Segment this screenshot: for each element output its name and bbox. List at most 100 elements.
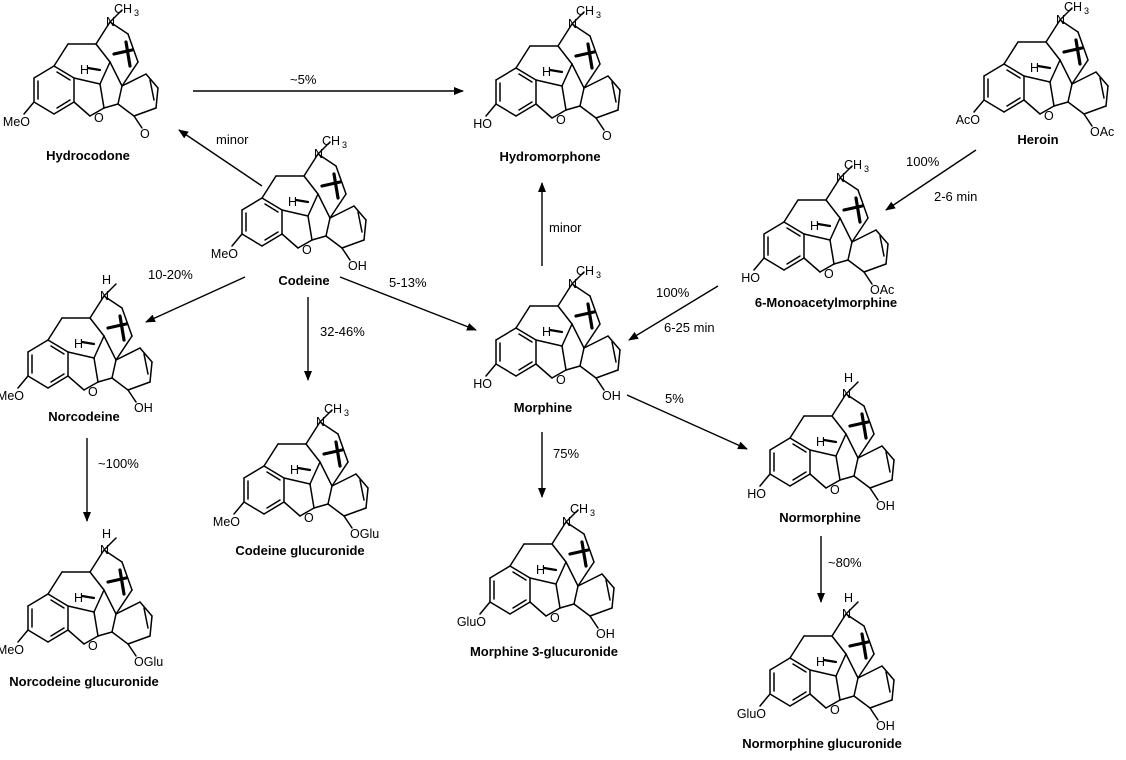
label-norcodeine-to-glucuronide: ~100% [98, 456, 139, 471]
methyl-label: CH [1064, 0, 1082, 14]
label-codeine-to-norcodeine: 10-20% [148, 267, 193, 282]
nitrogen-label: N [842, 387, 851, 401]
left-substituent-label: HO [747, 487, 766, 501]
arrow-codeine-to-hydrocodone [178, 129, 263, 187]
left-substituent-label: GluO [737, 707, 766, 721]
nitrogen-label: N [568, 17, 577, 31]
arrow-labels: ~5% minor minor 100% 2-6 min 10-20% 5-13… [98, 72, 977, 570]
nh-hydrogen-label: H [844, 371, 853, 385]
methyl-label: CH [576, 264, 594, 278]
label-morphine-to-m3g: 75% [553, 446, 579, 461]
ring-oxygen-label: O [556, 113, 566, 127]
compound-name: Hydromorphone [499, 149, 600, 164]
ring-oxygen-label: O [556, 373, 566, 387]
ring-oxygen-label: O [304, 511, 314, 525]
left-substituent-label: MeO [211, 247, 238, 261]
label-heroin-to-6mam-pct: 100% [906, 154, 940, 169]
label-heroin-to-6mam-time: 2-6 min [934, 189, 977, 204]
arrow-codeine-to-norcodeine [145, 276, 246, 323]
arrow-6mam-to-morphine [628, 285, 719, 341]
stereo-h-label: H [74, 337, 83, 351]
ring-oxygen-label: O [94, 111, 104, 125]
stereo-h-label: H [810, 219, 819, 233]
arrow-heroin-to-6mam [885, 149, 977, 211]
label-morphine-to-normorphine: 5% [665, 391, 684, 406]
label-codeine-to-morphine: 5-13% [389, 275, 427, 290]
compound-name: Morphine [514, 400, 573, 415]
left-substituent-label: MeO [0, 643, 24, 657]
nh-hydrogen-label: H [844, 591, 853, 605]
compound-name: 6-Monoacetylmorphine [755, 295, 897, 310]
nitrogen-label: N [842, 607, 851, 621]
right-substituent-label: OH [134, 401, 153, 415]
compound-name: Morphine 3-glucuronide [470, 644, 618, 659]
methyl-subscript: 3 [596, 10, 601, 20]
left-substituent-label: MeO [3, 115, 30, 129]
compound-name: Heroin [1017, 132, 1058, 147]
methyl-subscript: 3 [864, 164, 869, 174]
stereo-h-label: H [1030, 61, 1039, 75]
nh-hydrogen-label: H [102, 273, 111, 287]
stereo-h-label: H [290, 463, 299, 477]
right-substituent-label: O [602, 129, 612, 143]
stereo-h-label: H [288, 195, 297, 209]
left-substituent-label: AcO [956, 113, 981, 127]
ring-oxygen-label: O [88, 385, 98, 399]
right-substituent-label: OH [348, 259, 367, 273]
methyl-label: CH [324, 402, 342, 416]
ring-oxygen-label: O [302, 243, 312, 257]
compound-name: Norcodeine glucuronide [9, 674, 159, 689]
compound-name: Codeine [278, 273, 329, 288]
label-normorphine-to-glucuronide: ~80% [828, 555, 862, 570]
arrow-morphine-to-normorphine [626, 394, 748, 450]
compound-name: Normorphine glucuronide [742, 736, 902, 751]
left-substituent-label: GluO [457, 615, 486, 629]
nitrogen-label: N [314, 147, 323, 161]
methyl-subscript: 3 [344, 408, 349, 418]
stereo-h-label: H [542, 325, 551, 339]
label-6mam-to-morphine-time: 6-25 min [664, 320, 715, 335]
arrow-codeine-to-morphine [339, 276, 477, 331]
arrow-layer [83, 87, 977, 603]
label-codeine-to-hydrocodone: minor [216, 132, 249, 147]
left-substituent-label: MeO [0, 389, 24, 403]
ring-oxygen-label: O [88, 639, 98, 653]
left-substituent-label: HO [473, 117, 492, 131]
left-substituent-label: HO [741, 271, 760, 285]
right-substituent-label: OH [596, 627, 615, 641]
stereo-h-label: H [536, 563, 545, 577]
methyl-label: CH [114, 2, 132, 16]
methyl-subscript: 3 [342, 140, 347, 150]
nitrogen-label: N [100, 543, 109, 557]
nitrogen-label: N [1056, 13, 1065, 27]
stereo-h-label: H [74, 591, 83, 605]
methyl-label: CH [844, 158, 862, 172]
right-substituent-label: O [140, 127, 150, 141]
nh-hydrogen-label: H [102, 527, 111, 541]
label-hydrocodone-to-hydromorphone: ~5% [290, 72, 317, 87]
compound-name: Hydrocodone [46, 148, 130, 163]
label-morphine-to-hydromorphone: minor [549, 220, 582, 235]
stereo-h-label: H [816, 655, 825, 669]
ring-oxygen-label: O [824, 267, 834, 281]
right-substituent-label: OAc [870, 283, 894, 297]
nitrogen-label: N [106, 15, 115, 29]
compound-name: Codeine glucuronide [235, 543, 364, 558]
nitrogen-label: N [562, 515, 571, 529]
label-6mam-to-morphine-pct: 100% [656, 285, 690, 300]
